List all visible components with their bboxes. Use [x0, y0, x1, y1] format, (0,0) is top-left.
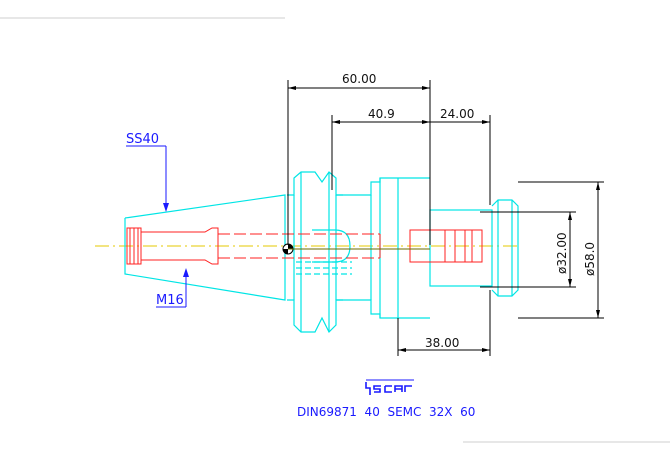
dimension-lines	[287, 80, 604, 356]
collet-nut	[491, 199, 519, 297]
flange	[287, 299, 343, 334]
drawing-frame	[0, 17, 670, 443]
dim-mid-length: 40.9	[368, 107, 395, 121]
dimension-texts: 60.00 40.9 24.00 38.00 ø32.00 ø58.0	[342, 72, 597, 350]
thread-label: M16	[156, 293, 184, 308]
taper-label: SS40	[126, 132, 159, 147]
dim-bore-diameter: ø32.00	[555, 232, 569, 274]
dim-front-length: 38.00	[425, 336, 459, 350]
drawing-caption: DIN69871 40 SEMC 32X 60	[297, 405, 475, 419]
internal-bores	[126, 227, 483, 265]
iscar-logo	[365, 379, 414, 395]
holder-outline	[124, 171, 519, 334]
dim-overall-length: 60.00	[342, 72, 376, 86]
leaders	[126, 145, 189, 308]
collet-bore	[409, 229, 483, 263]
taper-shank	[124, 194, 286, 301]
dim-outer-diameter: ø58.0	[583, 242, 597, 276]
dim-collet-length: 24.00	[440, 107, 474, 121]
